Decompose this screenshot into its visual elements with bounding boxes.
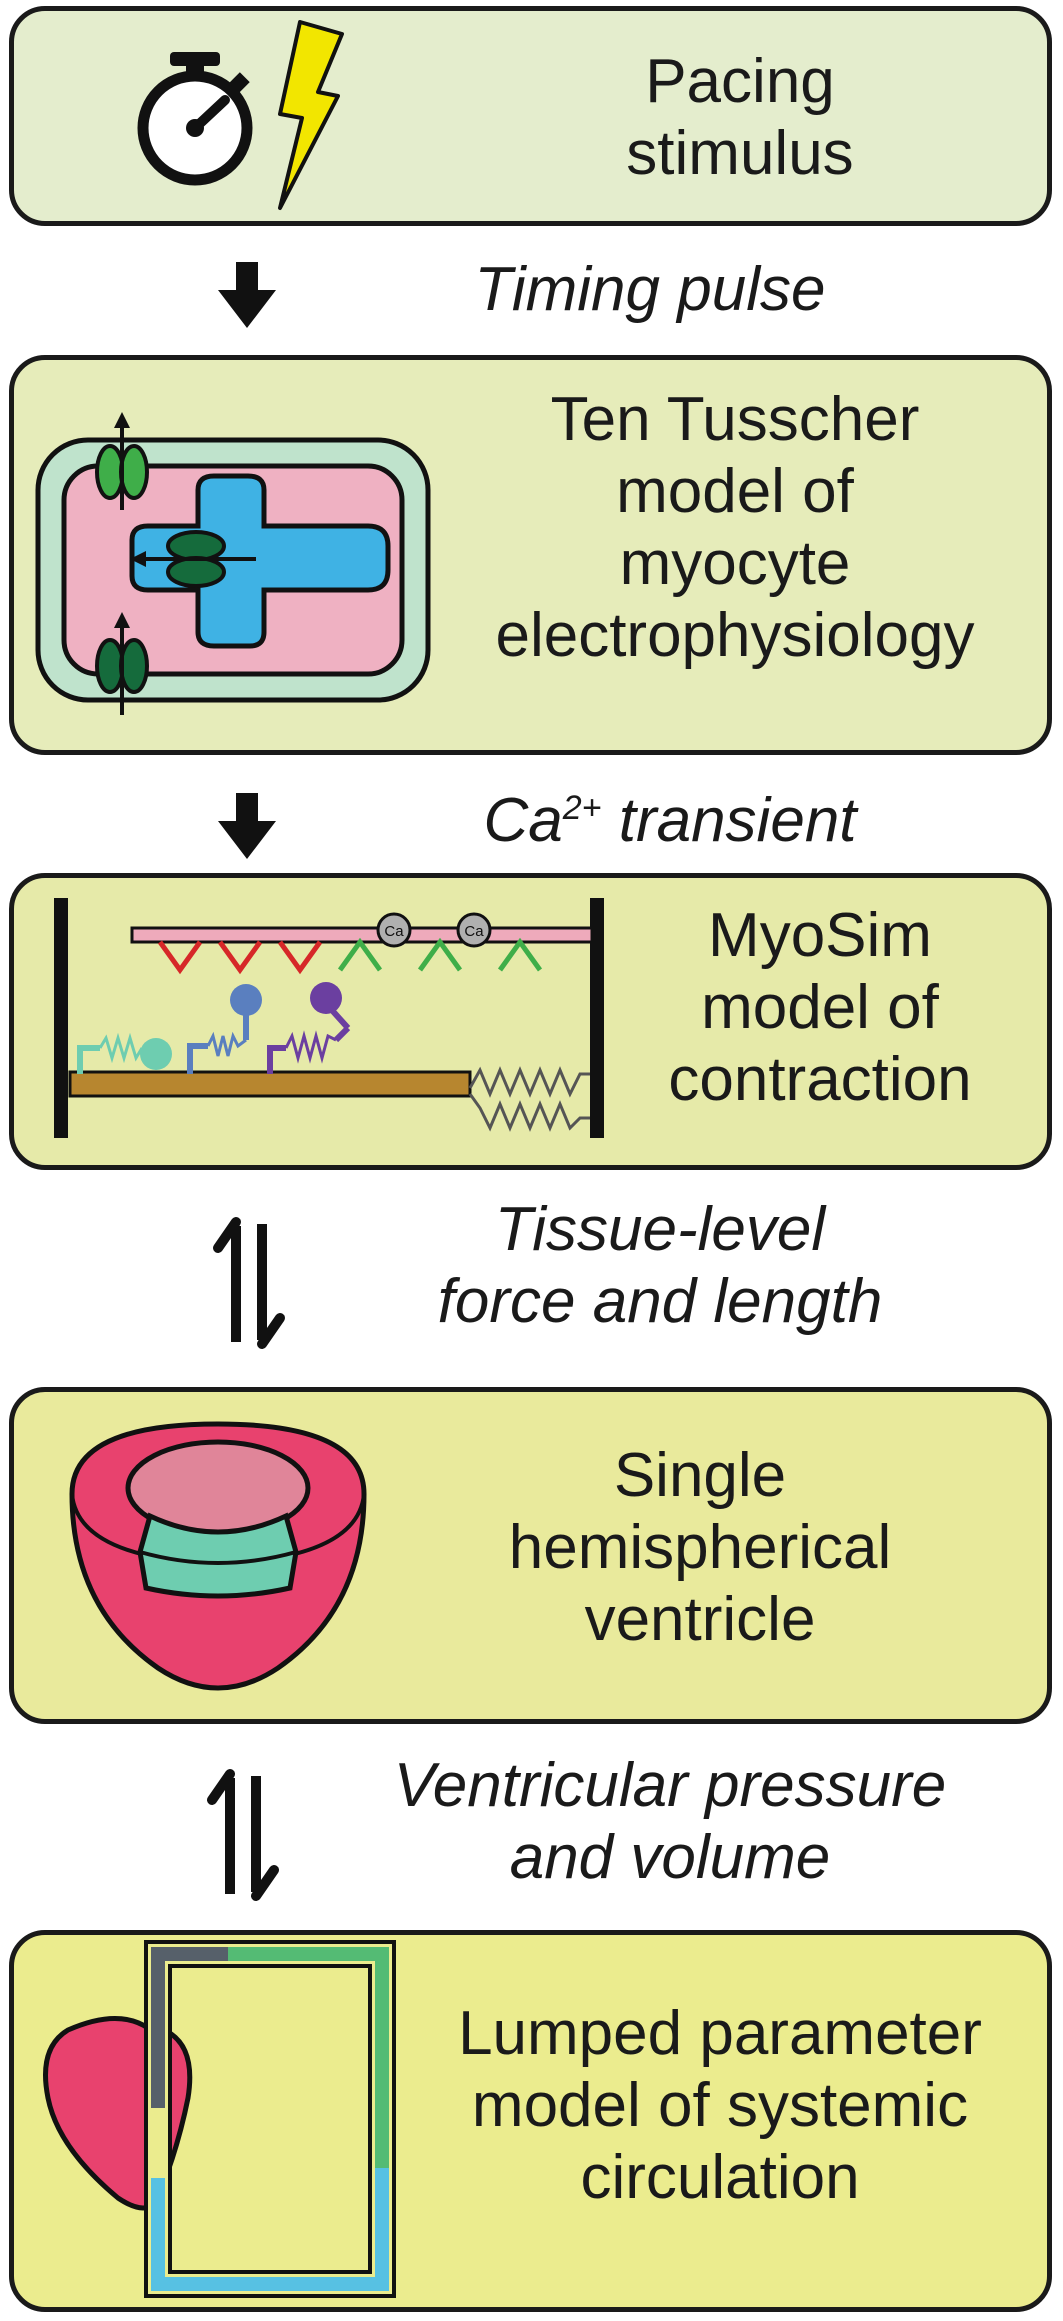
- lightning-icon: [278, 20, 344, 210]
- myocyte-cell-diagram: [35, 412, 431, 715]
- label-line: circulation: [580, 2143, 860, 2212]
- label-line: MyoSim: [708, 901, 932, 970]
- pacing-stimulus-label: Pacing stimulus: [540, 46, 940, 190]
- circulation-loop-diagram: [43, 1940, 396, 2298]
- hemispherical-ventricle-icon: [69, 1421, 367, 1691]
- label-line: Single: [613, 1441, 787, 1510]
- label-line: model of systemic: [471, 2071, 969, 2140]
- label-line: Timing pulse: [474, 255, 826, 324]
- ten-tusscher-label: Ten Tusscher model of myocyte electrophy…: [440, 384, 1030, 672]
- label-line: myocyte: [619, 529, 851, 598]
- calcium-ion-label: Ca: [384, 923, 404, 940]
- label-line: electrophysiology: [495, 601, 975, 670]
- label-line: and volume: [509, 1823, 831, 1892]
- calcium-transient-label: Ca2+ transient: [420, 785, 920, 857]
- down-arrow-icon: [218, 793, 276, 859]
- sarcomere-diagram: Ca Ca: [54, 898, 604, 1138]
- timing-pulse-label: Timing pulse: [400, 254, 900, 326]
- label-line: Ten Tusscher: [550, 385, 920, 454]
- label-line: model of: [616, 457, 854, 526]
- label-line: model of: [701, 973, 939, 1042]
- label-line: Tissue-level: [494, 1195, 826, 1264]
- calcium-ion-label: Ca: [464, 923, 484, 940]
- label-line: Pacing: [645, 47, 835, 116]
- down-arrow-icon: [218, 262, 276, 328]
- circulation-label: Lumped parameter model of systemic circu…: [400, 1998, 1040, 2214]
- label-line: ventricle: [584, 1585, 816, 1654]
- label-line: force and length: [437, 1267, 883, 1336]
- ventricular-pressure-label: Ventricular pressure and volume: [330, 1750, 1010, 1894]
- label-line: Ventricular pressure: [393, 1751, 947, 1820]
- bidirectional-arrow-icon: [207, 1769, 279, 1901]
- myosim-label: MyoSim model of contraction: [610, 900, 1030, 1116]
- label-line: hemispherical: [508, 1513, 892, 1582]
- label-line: stimulus: [626, 119, 854, 188]
- tissue-level-label: Tissue-level force and length: [380, 1194, 940, 1338]
- ventricle-label: Single hemispherical ventricle: [440, 1440, 960, 1656]
- stopwatch-icon: [137, 52, 253, 186]
- label-line: Lumped parameter: [458, 1999, 982, 2068]
- myosim-box: [9, 873, 1052, 1170]
- label-line: Ca2+ transient: [483, 786, 857, 855]
- label-line: contraction: [668, 1045, 972, 1114]
- bidirectional-arrow-icon: [213, 1217, 285, 1349]
